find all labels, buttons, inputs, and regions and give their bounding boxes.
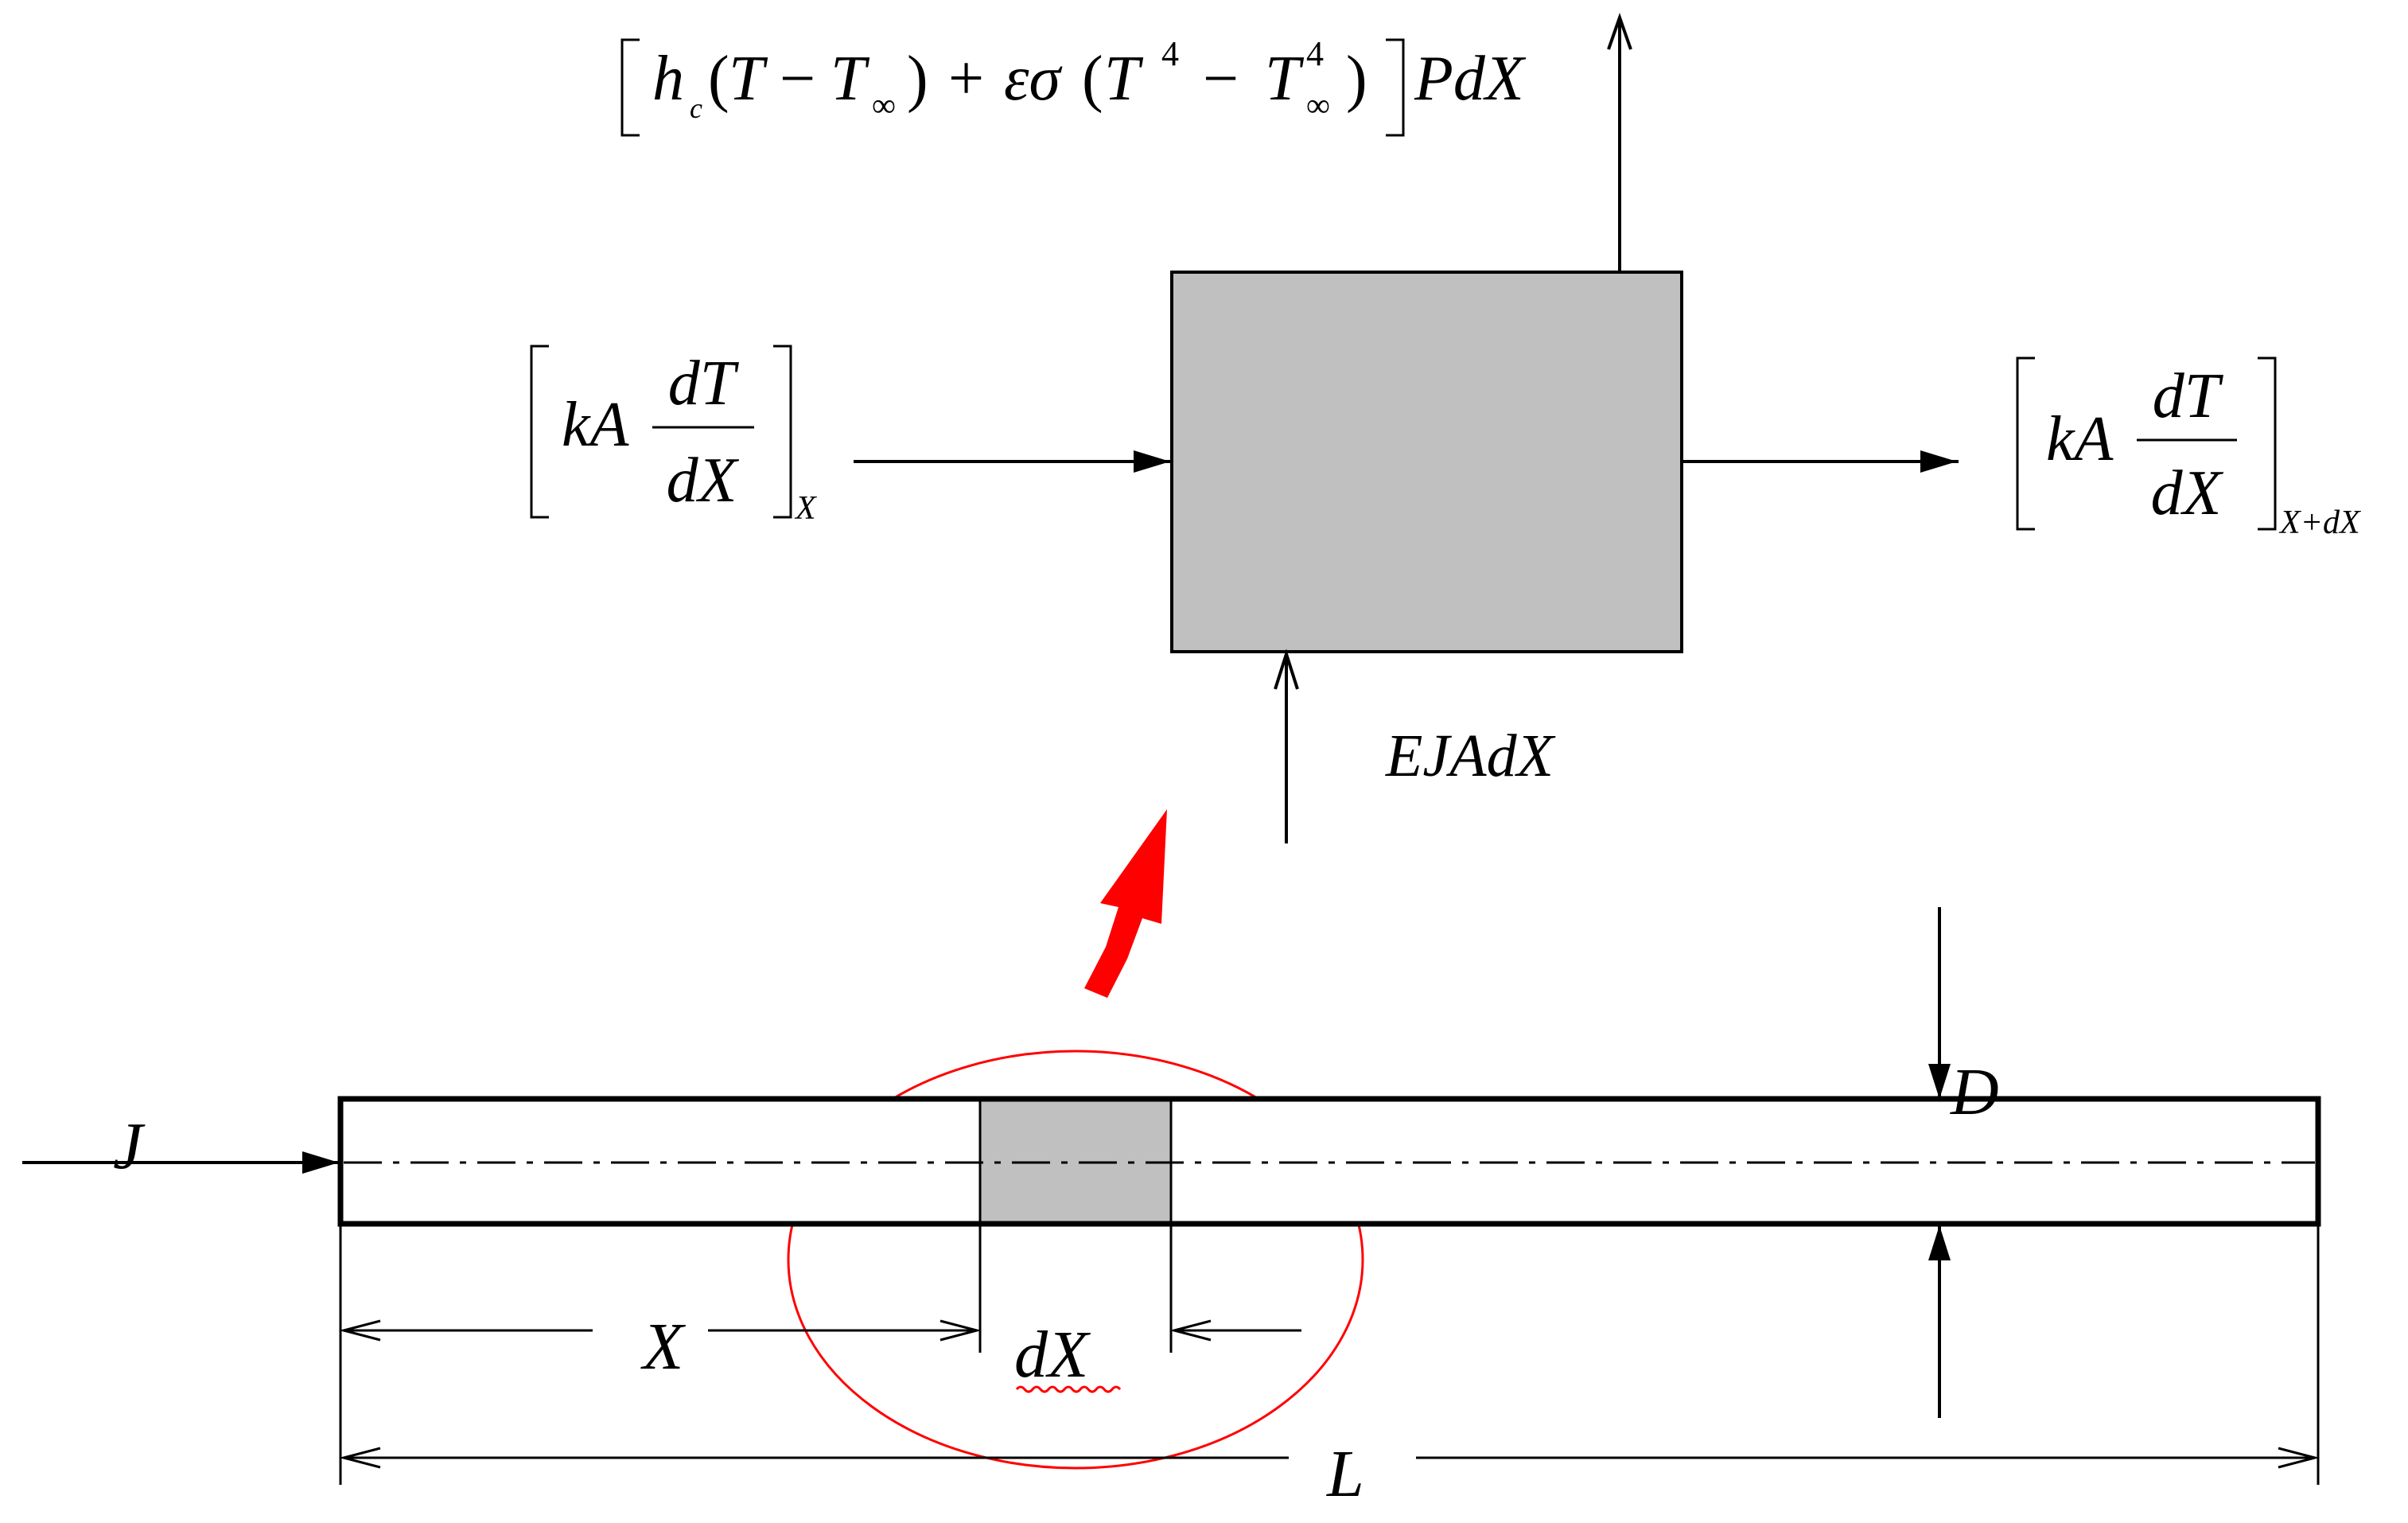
eq-paren-2: ) <box>907 44 928 114</box>
length-arrowhead-left <box>339 1447 381 1469</box>
length-arrowhead-right <box>2278 1447 2320 1469</box>
bracket-left <box>530 345 549 519</box>
eq-eps-sigma: εσ <box>1004 44 1063 114</box>
generation-arrowhead <box>1274 649 1299 690</box>
eq-h: h <box>652 44 684 114</box>
conduction-out-numerator: dT <box>2153 361 2224 431</box>
diameter-arrowhead-top <box>1928 1064 1951 1099</box>
position-arrowhead-left <box>339 1319 381 1342</box>
generation-label: EJAdX <box>1385 723 1556 789</box>
bracket-left <box>620 38 640 137</box>
conduction-in-arrowhead <box>1134 450 1170 473</box>
position-arrowhead-right <box>939 1319 982 1342</box>
eq-minus-2: − <box>1203 44 1239 114</box>
eq-inf-2: ∞ <box>1306 88 1330 124</box>
zoom-arrow <box>1084 809 1167 998</box>
conduction-out-subscript: X+dX <box>2278 504 2362 541</box>
conduction-in-equation: kA dT dX X <box>530 345 818 527</box>
position-label: X <box>640 1310 687 1384</box>
conduction-in-numerator: dT <box>668 349 740 419</box>
rod-element <box>978 1099 1173 1224</box>
element-label: dX <box>1014 1318 1091 1392</box>
eq-T-2: T <box>831 44 870 114</box>
conduction-in-denominator: dX <box>667 446 740 516</box>
eq-plus: + <box>948 44 984 114</box>
convection-radiation-equation: h c ( T − T ∞ ) + εσ ( T 4 − T 4 ∞ ) PdX <box>620 34 1527 137</box>
eq-tail: PdX <box>1414 44 1527 114</box>
diameter-label: D <box>1950 1055 1999 1129</box>
current-arrowhead <box>302 1151 339 1174</box>
eq-pow-2: 4 <box>1306 34 1324 73</box>
conduction-in-subscript: X <box>794 490 818 527</box>
conduction-in-lhs: kA <box>562 390 630 460</box>
spellcheck-underline <box>1015 1385 1122 1393</box>
eq-T-4: T <box>1265 44 1305 114</box>
conduction-out-arrowhead <box>1920 450 1957 473</box>
conduction-out-equation: kA dT dX X+dX <box>2016 356 2362 541</box>
bracket-right <box>2258 356 2277 531</box>
eq-inf-1: ∞ <box>872 88 896 124</box>
length-label: L <box>1326 1437 1364 1511</box>
eq-T-1: T <box>729 44 768 114</box>
highlight-ellipse <box>787 1050 1364 1470</box>
bracket-right <box>1386 38 1405 137</box>
eq-paren-4: ) <box>1346 44 1367 114</box>
control-volume-box <box>1170 271 1683 653</box>
heat-loss-arrowhead <box>1607 12 1632 50</box>
conduction-out-denominator: dX <box>2151 458 2224 528</box>
eq-h-sub: c <box>690 92 702 124</box>
current-label: J <box>113 1109 146 1183</box>
eq-minus-1: − <box>780 44 815 114</box>
eq-paren-1: ( <box>708 44 729 114</box>
bracket-left <box>2016 356 2035 531</box>
eq-pow-1: 4 <box>1161 34 1179 73</box>
bracket-right <box>773 345 792 519</box>
conduction-out-lhs: kA <box>2046 404 2114 474</box>
diameter-arrowhead-bottom <box>1928 1225 1951 1260</box>
eq-T-3: T <box>1104 44 1144 114</box>
eq-paren-3: ( <box>1082 44 1103 114</box>
element-arrowhead <box>1169 1319 1212 1342</box>
